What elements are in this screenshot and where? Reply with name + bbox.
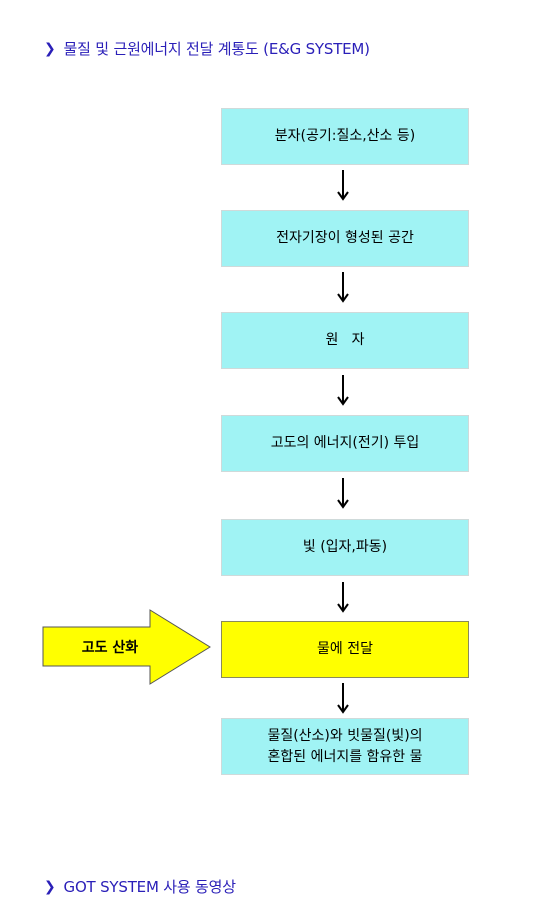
flow-step-atom: 원 자 [221, 312, 469, 369]
down-arrow-icon [337, 478, 349, 509]
flow-step-label: 전자기장이 형성된 공간 [276, 230, 414, 246]
down-arrow-icon [337, 683, 349, 714]
flow-step-label: 분자(공기:질소,산소 등) [274, 128, 416, 144]
down-arrow-icon [337, 272, 349, 303]
input-arrow-label: 고도 산화 [81, 640, 139, 656]
flow-step-label: 빛 (입자,파동) [302, 539, 388, 555]
flow-step-result: 물질(산소)와 빗물질(빛)의 혼합된 에너지를 함유한 물 [221, 718, 469, 775]
flow-step-em-field: 전자기장이 형성된 공간 [221, 210, 469, 267]
video-link-label: GOT SYSTEM 사용 동영상 [63, 878, 236, 896]
flow-result-line-2: 혼합된 에너지를 함유한 물 [267, 748, 423, 765]
flow-step-label: 원 자 [325, 332, 365, 348]
input-arrow-shape [42, 609, 211, 685]
flow-step-energy-input: 고도의 에너지(전기) 투입 [221, 415, 469, 472]
flow-step-water: 물에 전달 [221, 621, 469, 678]
flow-result-line-1: 물질(산소)와 빗물질(빛)의 [267, 727, 423, 744]
flow-step-molecule: 분자(공기:질소,산소 등) [221, 108, 469, 165]
video-link[interactable]: ❯ GOT SYSTEM 사용 동영상 [44, 876, 236, 897]
flow-step-label: 물에 전달 [317, 641, 373, 657]
flow-step-light: 빛 (입자,파동) [221, 519, 469, 576]
down-arrow-icon [337, 582, 349, 613]
chevron-right-icon: ❯ [44, 40, 56, 57]
section-heading-flow: ❯ 물질 및 근원에너지 전달 계통도 (E&G SYSTEM) [44, 38, 370, 59]
chevron-right-icon: ❯ [44, 878, 56, 895]
down-arrow-icon [337, 170, 349, 201]
flow-title: 물질 및 근원에너지 전달 계통도 (E&G SYSTEM) [63, 40, 371, 58]
down-arrow-icon [337, 375, 349, 406]
flow-step-label: 고도의 에너지(전기) 투입 [270, 435, 420, 451]
